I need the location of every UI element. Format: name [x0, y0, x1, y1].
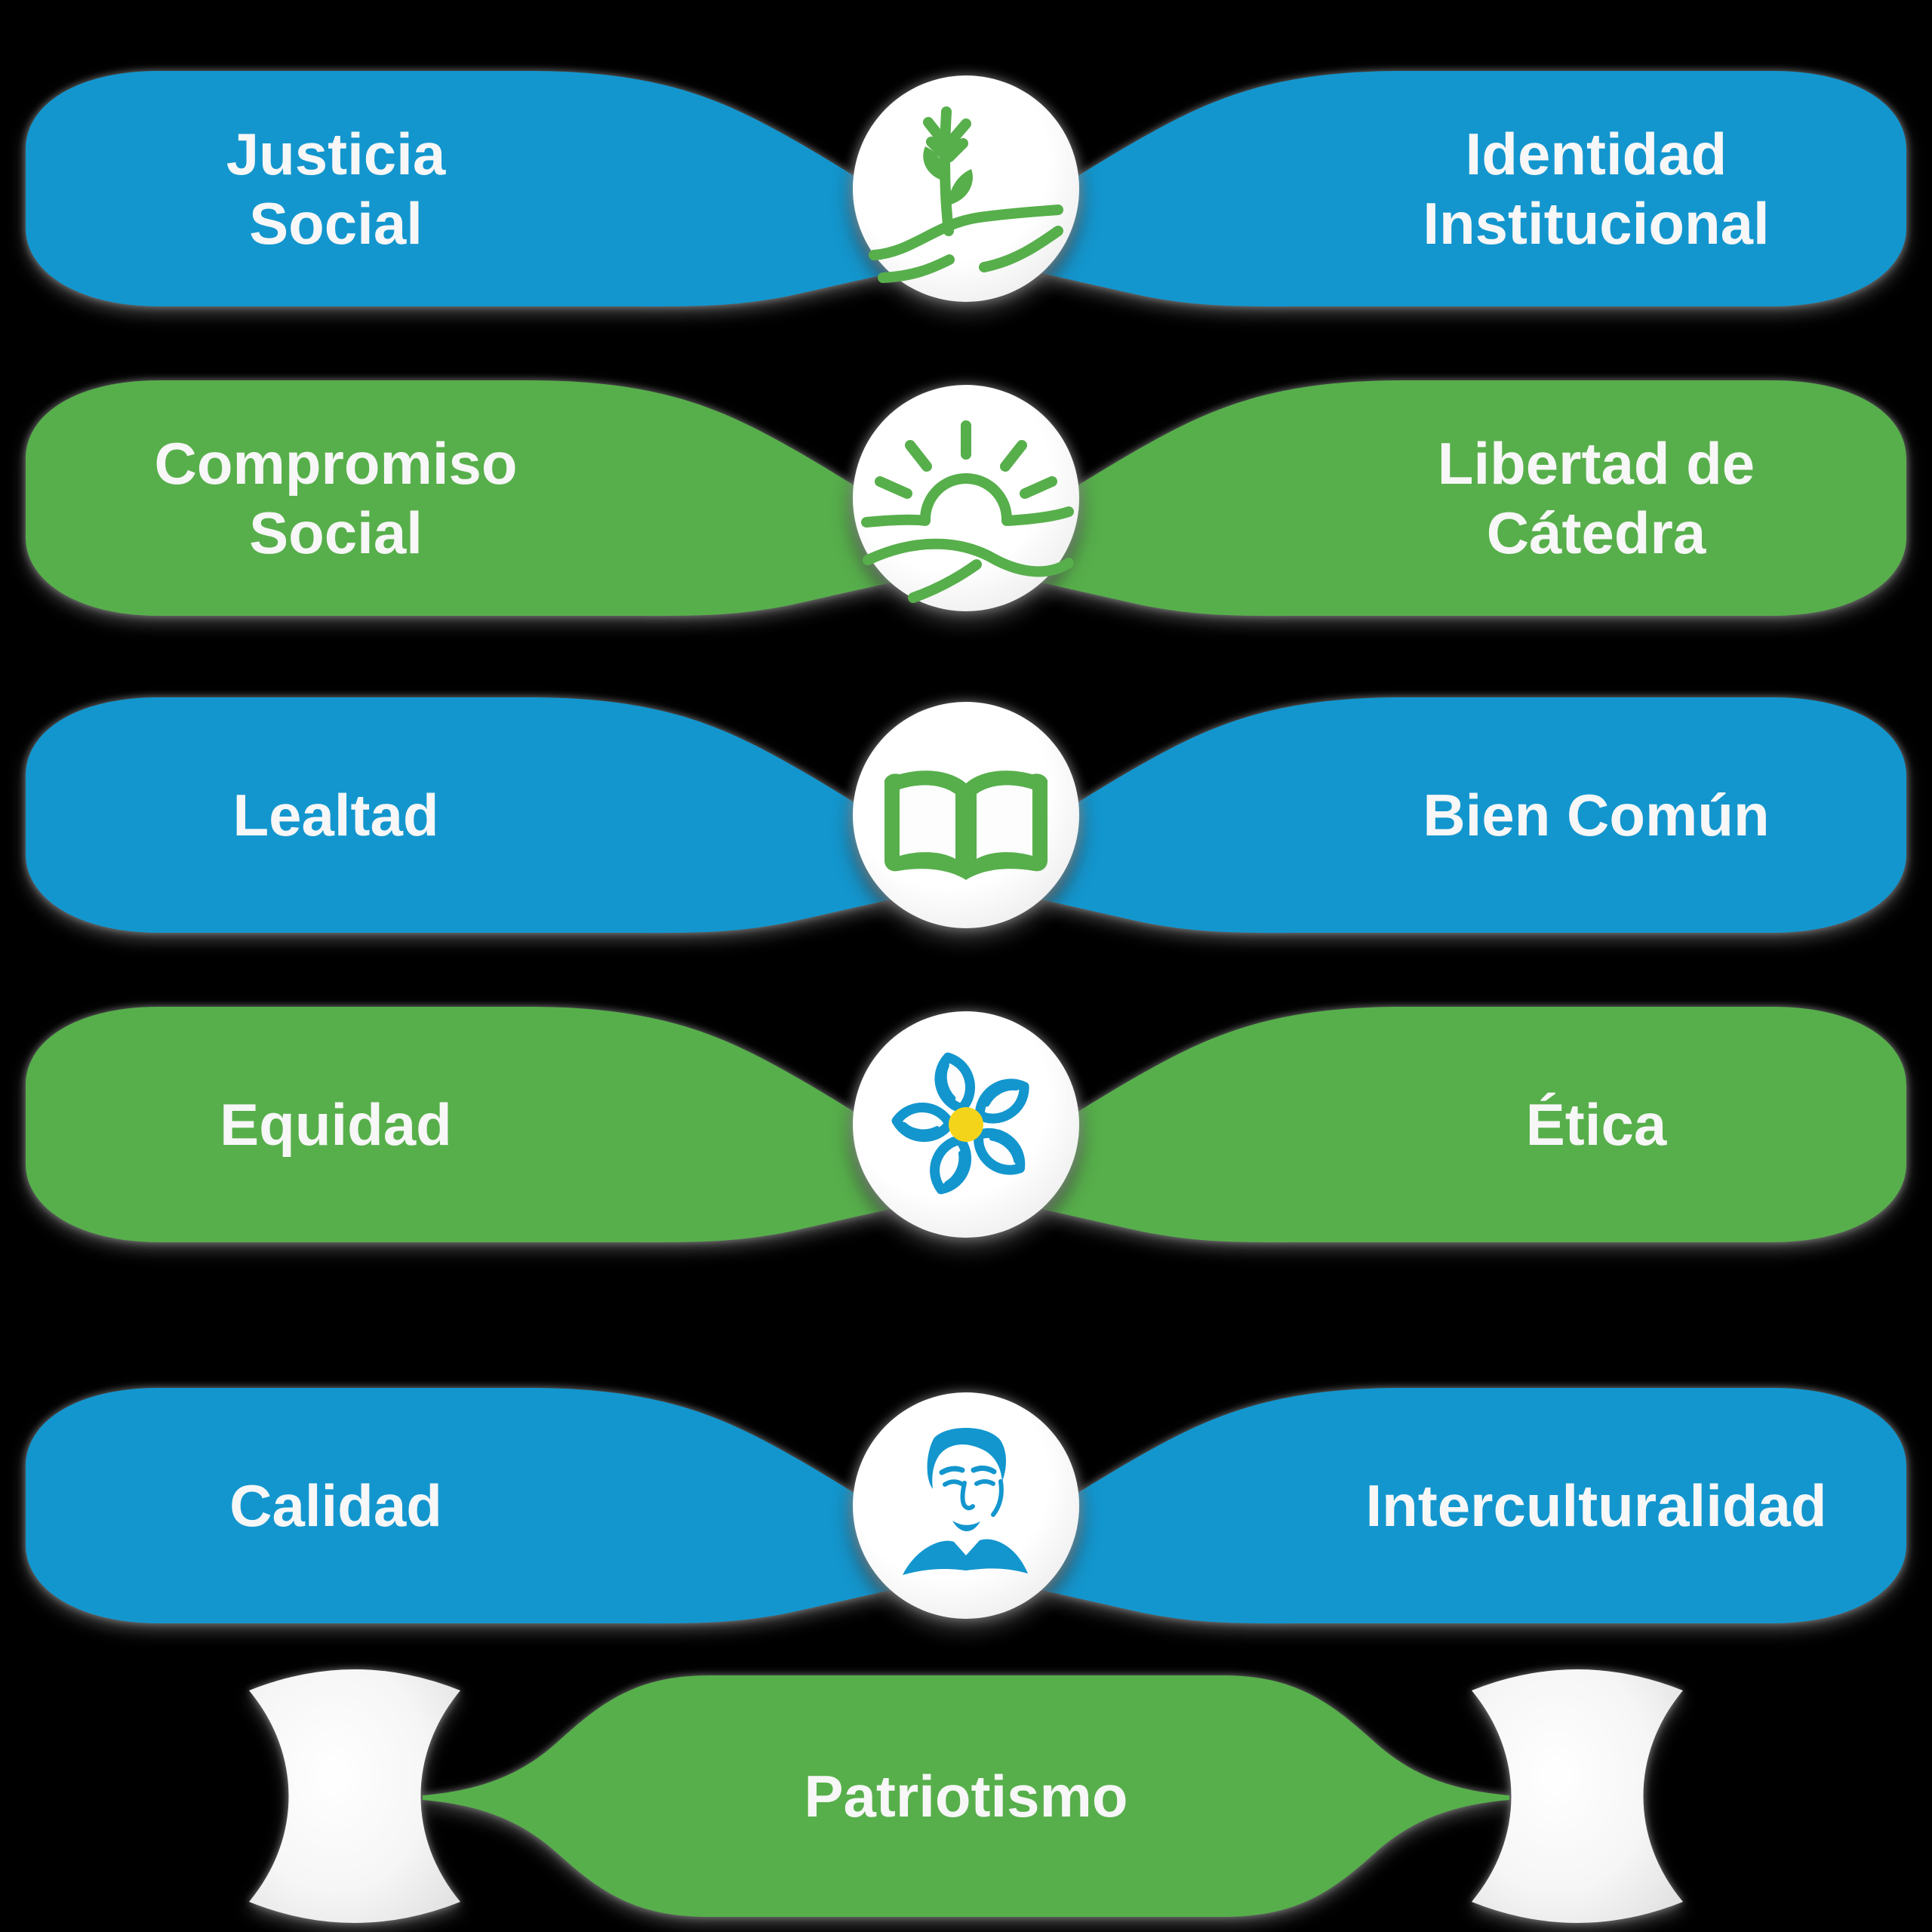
value-row-patriotismo: Patriotismo: [0, 1668, 1932, 1924]
value-label-identidad-institucional: Identidad Institucional: [1423, 120, 1770, 257]
value-label-etica: Ética: [1525, 1091, 1667, 1158]
ribbon-pair: [26, 71, 1906, 307]
ribbon-pair: [26, 1388, 1906, 1624]
icon-circle: [853, 1011, 1079, 1238]
corn-plant-icon: [869, 106, 1063, 283]
blank-spool-right: [1472, 1669, 1683, 1923]
icon-circle: [853, 385, 1079, 611]
value-label-libertad-de-catedra: Libertad de Cátedra: [1437, 429, 1755, 566]
value-row-5: Calidad Interculturalidad: [0, 1385, 1932, 1626]
value-row-2: Compromiso Social Libertad de Cátedra: [0, 377, 1932, 619]
value-label-calidad: Calidad: [229, 1472, 442, 1539]
value-row-1: Justicia Social Identidad Institucional: [0, 68, 1932, 309]
flower-icon: [891, 1052, 1029, 1195]
value-label-interculturalidad: Interculturalidad: [1365, 1472, 1827, 1539]
left-ribbon: [26, 1007, 966, 1243]
icon-circle: [853, 75, 1079, 302]
left-ribbon: [26, 71, 966, 307]
right-ribbon: [966, 1388, 1906, 1624]
icon-circle: [853, 702, 1079, 928]
left-ribbon: [26, 697, 966, 934]
right-ribbon: [966, 71, 1906, 307]
right-ribbon: [966, 697, 1906, 934]
center-ribbon: [249, 1669, 1683, 1923]
value-label-justicia-social: Justicia Social: [226, 120, 446, 257]
ribbon-pair: [26, 380, 1906, 617]
portrait-icon: [903, 1427, 1028, 1575]
value-label-bien-comun: Bien Común: [1423, 781, 1770, 848]
value-row-4: Equidad Ética: [0, 1004, 1932, 1245]
value-label-equidad: Equidad: [220, 1091, 452, 1158]
blank-spool-left: [249, 1669, 460, 1923]
sunrise-hills-icon: [861, 420, 1074, 603]
patriotismo-ribbon: [423, 1675, 1509, 1917]
open-book-icon: [884, 771, 1048, 880]
ribbon-pair: [26, 1007, 1906, 1243]
left-ribbon: [26, 380, 966, 617]
right-ribbon: [966, 1007, 1906, 1243]
value-label-compromiso-social: Compromiso Social: [154, 429, 518, 566]
left-ribbon: [26, 1388, 966, 1624]
ribbon-pair: [26, 697, 1906, 934]
icon-circle: [853, 1392, 1079, 1619]
value-label-lealtad: Lealtad: [232, 781, 439, 848]
value-label-patriotismo: Patriotismo: [804, 1762, 1128, 1829]
value-row-3: Lealtad Bien Común: [0, 694, 1932, 936]
right-ribbon: [966, 380, 1906, 617]
